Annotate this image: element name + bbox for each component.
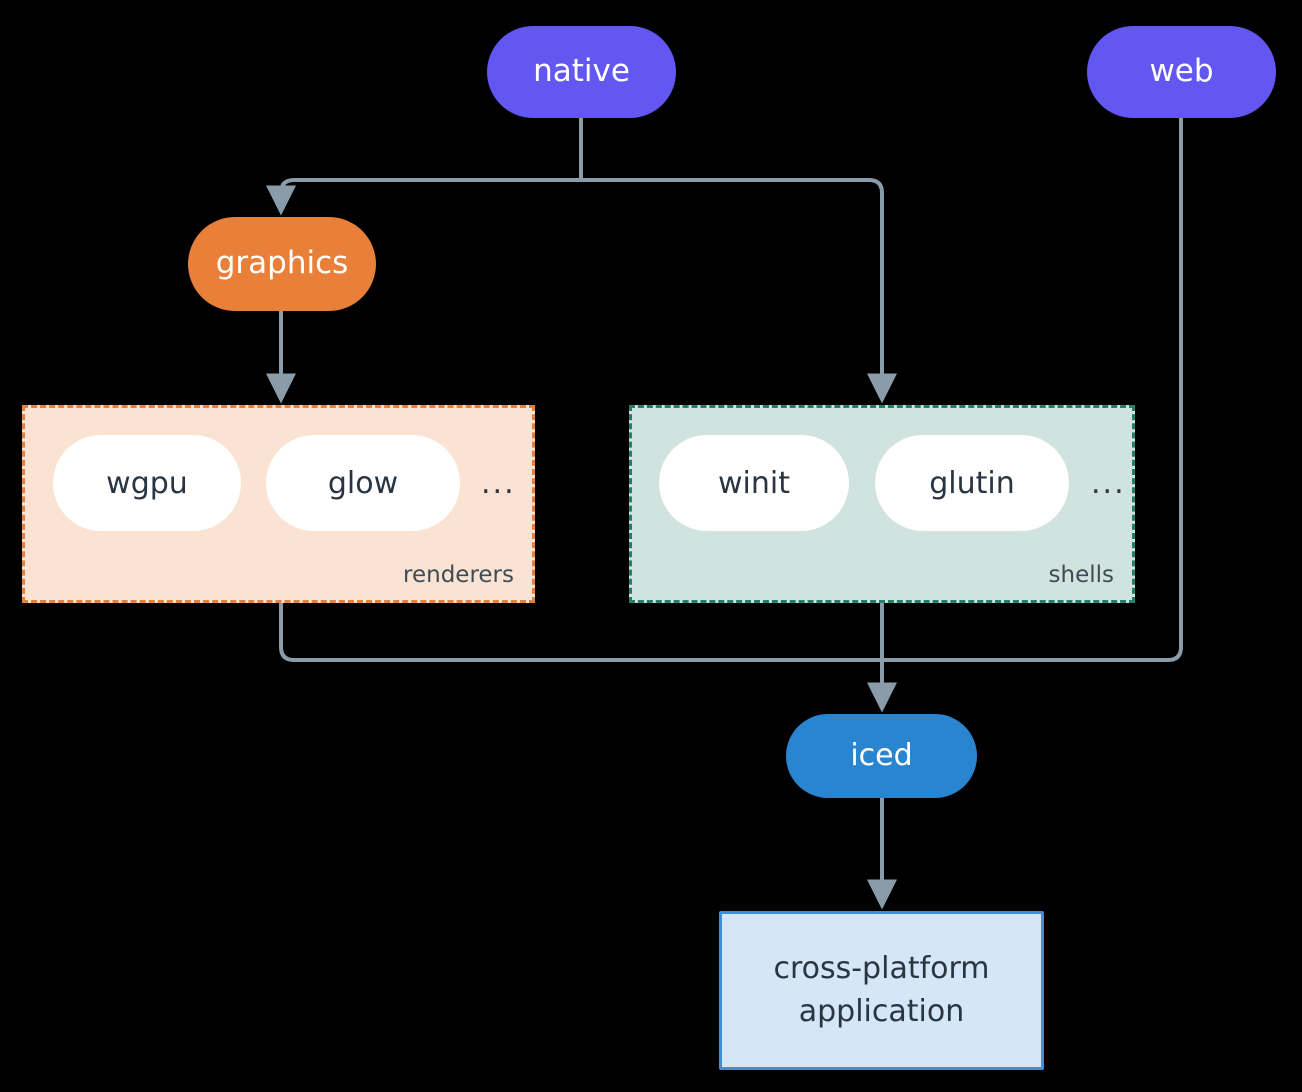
- node-web-label: web: [1149, 53, 1214, 90]
- node-graphics-label: graphics: [215, 245, 349, 282]
- edge-web-iced: [882, 118, 1183, 662]
- edge-native-graphics: [266, 178, 581, 216]
- chip-wgpu[interactable]: wgpu: [53, 435, 241, 531]
- group-renderers: wgpu glow ... renderers: [22, 405, 535, 603]
- application-label-line1: cross-platform: [773, 950, 990, 986]
- application-label-line2: application: [798, 993, 965, 1029]
- edge-native-shells: [581, 178, 897, 404]
- chip-winit-label: winit: [718, 465, 790, 501]
- node-native-label: native: [533, 53, 630, 90]
- node-web[interactable]: web: [1087, 26, 1276, 118]
- chip-glow[interactable]: glow: [266, 435, 460, 531]
- chip-glutin-label: glutin: [929, 465, 1015, 501]
- renderers-overflow-ellipsis: ...: [481, 466, 516, 501]
- chip-glutin[interactable]: glutin: [875, 435, 1069, 531]
- node-iced-label: iced: [850, 737, 913, 773]
- edge-renderers-iced: [279, 603, 882, 662]
- shells-overflow-ellipsis: ...: [1091, 466, 1126, 501]
- group-renderers-label: renderers: [403, 562, 514, 588]
- chip-wgpu-label: wgpu: [106, 465, 188, 501]
- node-cross-platform-application[interactable]: cross-platform application: [719, 911, 1044, 1070]
- node-graphics[interactable]: graphics: [188, 217, 376, 311]
- chip-winit[interactable]: winit: [659, 435, 849, 531]
- group-shells: winit glutin ... shells: [629, 405, 1135, 603]
- node-native[interactable]: native: [487, 26, 676, 118]
- chip-glow-label: glow: [327, 465, 399, 501]
- node-iced[interactable]: iced: [786, 714, 977, 798]
- group-shells-label: shells: [1048, 562, 1114, 588]
